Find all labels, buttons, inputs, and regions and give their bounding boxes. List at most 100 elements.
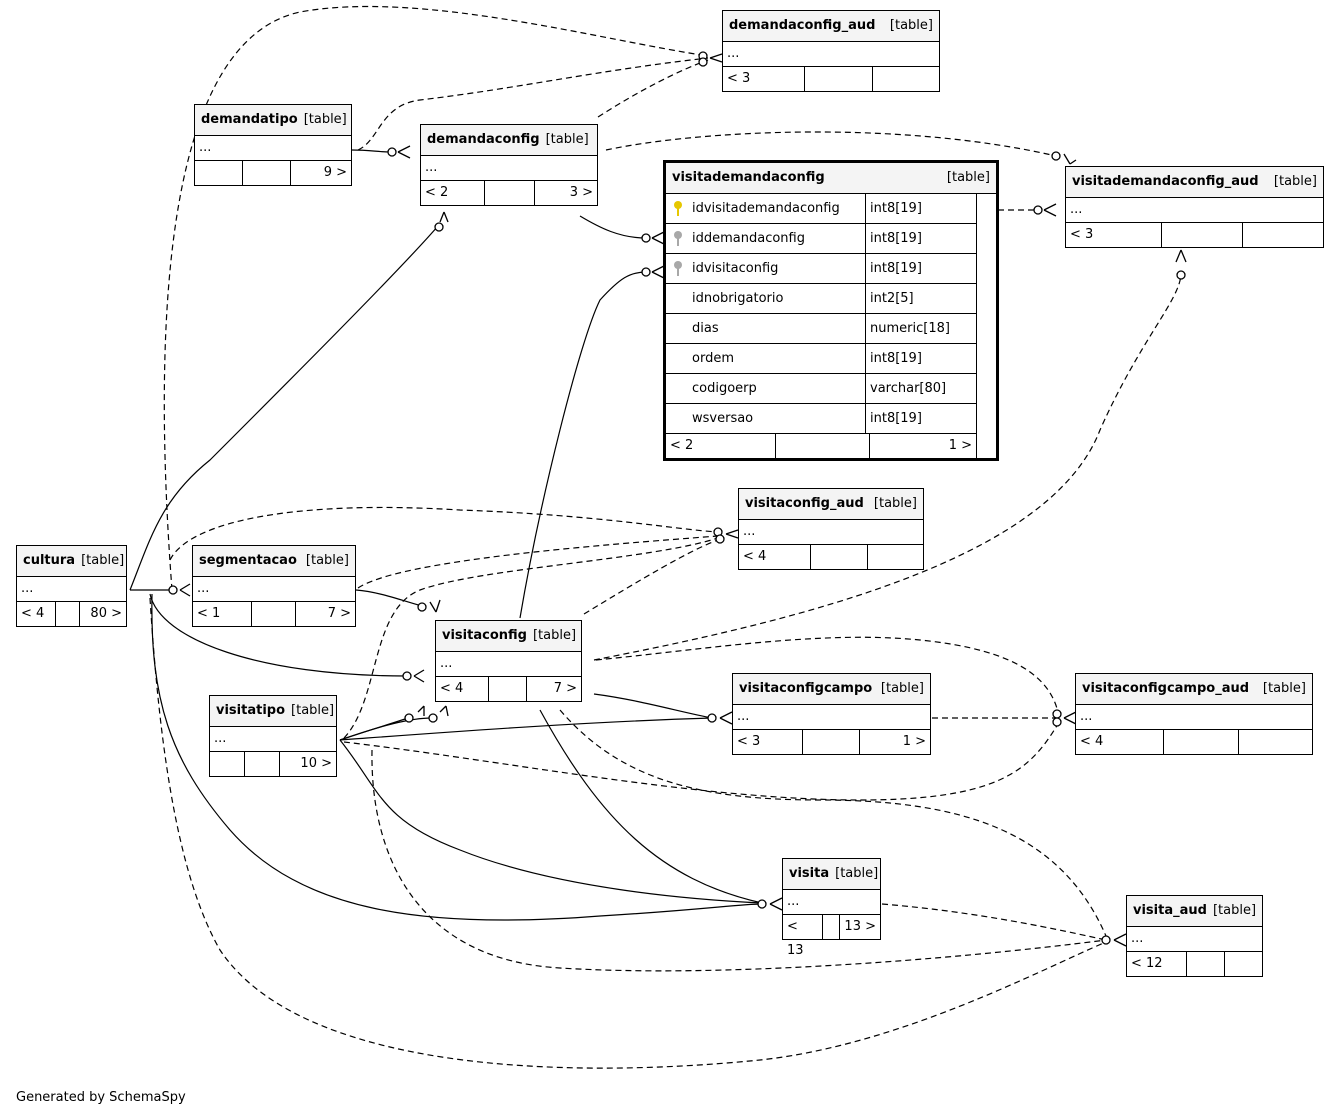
children-count[interactable]: 10 > — [300, 756, 332, 771]
parents-count[interactable]: < 2 — [421, 181, 485, 205]
table-tag: [table] — [291, 703, 335, 718]
parents-count[interactable]: < 4 — [739, 545, 811, 569]
children-count[interactable]: 1 > — [948, 438, 972, 453]
children-count[interactable] — [873, 67, 939, 91]
table-footer: < 4 — [739, 545, 923, 569]
table-visitatipo[interactable]: visitatipo[table] ... 10 > — [209, 695, 337, 777]
table-columns-collapsed[interactable]: ... — [783, 890, 880, 915]
parents-count[interactable]: < 2 — [666, 434, 776, 458]
column-name: iddemandaconfig — [692, 231, 805, 246]
children-count[interactable]: 7 > — [327, 606, 351, 621]
table-columns-collapsed[interactable]: ... — [421, 156, 597, 181]
parents-count[interactable]: < 3 — [1066, 223, 1162, 247]
edge-demandatipo-demandaconfig_aud — [357, 57, 709, 151]
columns-count — [243, 161, 291, 185]
edge-cultura-visita_aud — [149, 597, 1107, 1069]
columns-count — [805, 67, 873, 91]
edge-visita-visita_aud — [881, 903, 1107, 941]
edge-cultura-visitaconfig_aud — [169, 506, 719, 561]
table-tag: [table] — [305, 553, 349, 568]
children-count[interactable]: 9 > — [323, 165, 347, 180]
column-name: codigoerp — [692, 381, 757, 396]
table-visitademandaconfig[interactable]: visitademandaconfig[table] idvisitademan… — [663, 160, 999, 461]
crow-vdc-2 — [651, 265, 665, 279]
children-count[interactable] — [1225, 952, 1262, 976]
table-visitademandaconfig_aud[interactable]: visitademandaconfig_aud[table] ... < 3 — [1065, 166, 1324, 248]
edge-segmentacao-visitaconfig_aud — [357, 535, 719, 589]
table-visitaconfigcampo_aud[interactable]: visitaconfigcampo_aud[table] ... < 4 — [1075, 673, 1313, 755]
parents-count[interactable]: < 4 — [1076, 730, 1164, 754]
table-name: visitaconfig_aud — [745, 496, 864, 511]
table-columns-collapsed[interactable]: ... — [193, 577, 355, 602]
column-row[interactable]: wsversao int8[19] — [666, 404, 976, 434]
table-visitaconfig_aud[interactable]: visitaconfig_aud[table] ... < 4 — [738, 488, 924, 570]
table-columns-collapsed[interactable]: ... — [733, 705, 930, 730]
table-visita_aud[interactable]: visita_aud[table] ... < 12 — [1126, 895, 1263, 977]
table-demandaconfig_aud[interactable]: demandaconfig_aud[table] ... < 3 — [722, 10, 940, 92]
parents-count[interactable]: < 1 — [193, 602, 252, 626]
children-count[interactable]: 3 > — [569, 185, 593, 200]
edge-visitaconfig-visita_aud — [559, 709, 1107, 937]
columns-count — [1164, 730, 1239, 754]
parents-count[interactable] — [195, 161, 243, 185]
column-name: wsversao — [692, 411, 754, 426]
children-count[interactable] — [868, 545, 923, 569]
table-columns-collapsed[interactable]: ... — [210, 727, 336, 752]
table-columns-collapsed[interactable]: ... — [436, 652, 581, 677]
table-name: cultura — [23, 553, 76, 568]
columns-count — [776, 434, 870, 458]
table-tag: [table] — [889, 18, 933, 33]
table-footer: < 3 1 > — [733, 730, 930, 754]
children-count[interactable]: 7 > — [553, 681, 577, 696]
parents-count[interactable]: < 3 — [733, 730, 803, 754]
column-type: int2[5] — [870, 291, 914, 306]
children-count[interactable]: 1 > — [902, 734, 926, 749]
children-count[interactable] — [1243, 223, 1323, 247]
parents-count[interactable]: < 3 — [723, 67, 805, 91]
children-count[interactable]: 80 > — [90, 606, 122, 621]
foreign-key-icon — [674, 231, 682, 246]
table-columns-collapsed[interactable]: ... — [1066, 198, 1323, 223]
table-footer: < 3 — [1066, 223, 1323, 247]
table-footer: < 4 7 > — [436, 677, 581, 701]
table-columns-collapsed[interactable]: ... — [17, 577, 126, 602]
columns-count — [489, 677, 527, 701]
parents-count[interactable]: < 13 — [783, 915, 823, 958]
children-count[interactable]: 13 > — [844, 919, 876, 934]
crow-vdc-1 — [651, 231, 665, 245]
children-count[interactable] — [1239, 730, 1312, 754]
edge-visitaconfig-visitaconfigcampo — [593, 693, 713, 719]
parents-count[interactable] — [210, 752, 245, 776]
crow-vdca-top — [1063, 153, 1077, 165]
table-columns-collapsed[interactable]: ... — [739, 520, 923, 545]
table-columns-collapsed[interactable]: ... — [723, 42, 939, 67]
table-columns-collapsed[interactable]: ... — [1076, 705, 1312, 730]
parents-count[interactable]: < 4 — [17, 602, 56, 626]
parents-count[interactable]: < 12 — [1127, 952, 1187, 976]
table-name: visitademandaconfig — [672, 170, 825, 185]
table-columns-collapsed[interactable]: ... — [1127, 927, 1262, 952]
table-demandatipo[interactable]: demandatipo[table] ... 9 > — [194, 104, 352, 186]
table-columns-collapsed[interactable]: ... — [195, 136, 351, 161]
column-type: int8[19] — [870, 411, 922, 426]
column-type: int8[19] — [870, 351, 922, 366]
crow-visitaconfig-left — [413, 669, 425, 683]
parents-count[interactable]: < 4 — [436, 677, 489, 701]
crow-demandaconfig-left — [397, 145, 411, 159]
primary-key-icon — [674, 201, 682, 216]
crow-demandaconfig-bottom — [439, 211, 449, 223]
